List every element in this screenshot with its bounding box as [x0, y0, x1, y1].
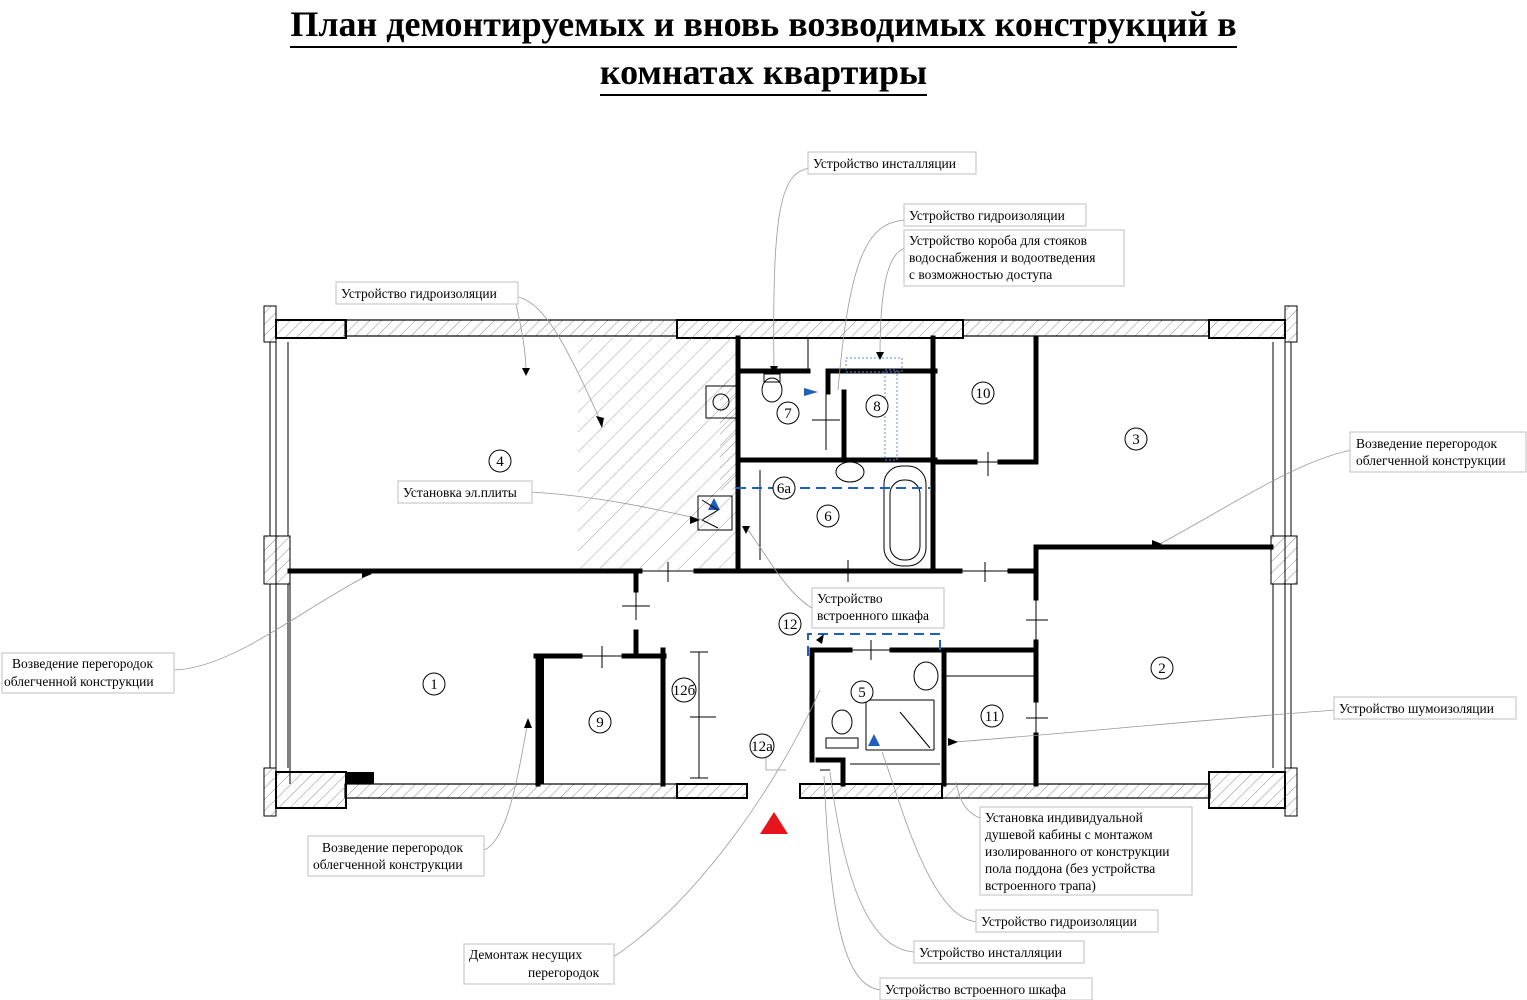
- entrance-marker-icon: [760, 812, 788, 834]
- callout-wardrobe-2: встроенного шкафа: [817, 608, 929, 623]
- callout-riser-box-2: водоснабжения и водоотведения: [909, 250, 1095, 265]
- svg-text:12а: 12а: [751, 739, 773, 755]
- room-12b: 12б: [671, 677, 697, 703]
- callout-box: [307, 835, 485, 877]
- svg-text:3: 3: [1132, 432, 1140, 448]
- leader-lines: [171, 167, 1353, 991]
- callout-partition-right-1: Возведение перегородок: [1356, 436, 1498, 451]
- wardrobe-outline: [736, 487, 941, 656]
- blue-arrows: [708, 388, 880, 746]
- callout-box: [903, 229, 1125, 287]
- riser-grid: [845, 357, 903, 461]
- callout-riser-box-3: с возможностью доступа: [909, 267, 1052, 282]
- page-title-line-2: комнатах квартиры: [599, 50, 928, 96]
- room-5: 5: [850, 680, 874, 704]
- wall-piers: [275, 319, 1286, 809]
- room-10: 10: [971, 381, 995, 405]
- callout-box: [1333, 696, 1517, 720]
- waterproof-strip-hatch: [720, 380, 738, 490]
- callout-waterproof-top: Устройство гидроизоляции: [909, 208, 1065, 223]
- callout-stove: Установка эл.плиты: [403, 485, 517, 500]
- callout-partition-left-1: Возведение перегородок: [12, 656, 154, 671]
- callout-partition-bottom-1: Возведение перегородок: [322, 840, 464, 855]
- callout-box: [811, 587, 945, 629]
- exterior-walls: [344, 319, 1211, 799]
- room-12: 12: [778, 612, 802, 636]
- room-1: 1: [422, 672, 446, 696]
- svg-text:4: 4: [496, 454, 504, 470]
- callout-waterproof-bottom: Устройство гидроизоляции: [981, 914, 1137, 929]
- page-title: План демонтируемых и вновь возводимых ко…: [0, 0, 1527, 96]
- callout-texts: Устройство инсталляции Устройство гидрои…: [4, 156, 1506, 997]
- callout-shower-1: Установка индивидуальной: [985, 810, 1143, 825]
- callout-wardrobe-1: Устройство: [817, 591, 883, 606]
- callout-shower-4: пола поддона (без устройства: [985, 861, 1155, 876]
- room-2: 2: [1150, 656, 1174, 680]
- callout-box: [975, 909, 1159, 933]
- callout-box: [979, 806, 1193, 896]
- room-numbers: 1 2 3 4 5 6 6а 7 8 9 10 11 12 12а 12б: [422, 381, 1174, 759]
- callout-partition-bottom-2: облегченной конструкции: [313, 857, 463, 872]
- svg-text:6: 6: [824, 509, 832, 525]
- demolished-zone-hatch: [578, 338, 736, 570]
- callout-box: [335, 281, 519, 305]
- callout-installation-bottom: Устройство инсталляции: [919, 945, 1062, 960]
- wall-stub: [346, 772, 374, 784]
- svg-text:8: 8: [873, 399, 881, 415]
- callout-soundproof: Устройство шумоизоляции: [1339, 701, 1494, 716]
- svg-text:12б: 12б: [673, 683, 696, 699]
- callout-riser-box-1: Устройство короба для стояков: [909, 233, 1087, 248]
- callout-wardrobe-bottom: Устройство встроенного шкафа: [885, 982, 1066, 997]
- room-8: 8: [865, 394, 889, 418]
- callout-box: [913, 940, 1085, 964]
- svg-text:1: 1: [430, 677, 438, 693]
- callout-demolish-1: Демонтаж несущих: [469, 947, 582, 962]
- callout-box: [1, 652, 175, 694]
- room-6: 6: [816, 504, 840, 528]
- callout-box: [903, 203, 1087, 227]
- room-4: 4: [488, 449, 512, 473]
- callout-partition-left-2: облегченной конструкции: [4, 674, 154, 689]
- room-6a: 6а: [772, 476, 796, 500]
- side-windows: [263, 305, 1298, 817]
- fixtures: [697, 373, 939, 749]
- room-11: 11: [980, 704, 1004, 728]
- svg-text:10: 10: [976, 386, 991, 402]
- svg-text:5: 5: [858, 685, 866, 701]
- callout-box: [807, 151, 977, 175]
- callout-installation-top: Устройство инсталляции: [813, 156, 956, 171]
- svg-text:11: 11: [985, 709, 999, 725]
- callout-demolish-2: перегородок: [528, 965, 600, 980]
- callout-shower-2: душевой кабины с монтажом: [985, 827, 1153, 842]
- svg-text:6а: 6а: [777, 481, 792, 497]
- callout-box: [397, 480, 533, 504]
- callout-shower-5: встроенного трапа): [985, 878, 1096, 893]
- wall-stub: [538, 656, 544, 784]
- door-ticks: [582, 392, 1048, 735]
- svg-text:12: 12: [783, 617, 798, 633]
- callout-box: [463, 943, 615, 985]
- svg-text:2: 2: [1158, 661, 1166, 677]
- room-7: 7: [776, 401, 800, 425]
- svg-text:7: 7: [784, 406, 792, 422]
- room-3: 3: [1124, 427, 1148, 451]
- callout-box: [1349, 431, 1527, 473]
- page-title-line-1: План демонтируемых и вновь возводимых ко…: [290, 2, 1237, 48]
- callout-shower-3: изолированного от конструкции: [985, 844, 1170, 859]
- callout-partition-right-2: облегченной конструкции: [1356, 453, 1506, 468]
- svg-text:9: 9: [596, 715, 604, 731]
- room-12a: 12а: [749, 733, 775, 759]
- room-9: 9: [588, 710, 612, 734]
- callout-labels: [1, 151, 1527, 1000]
- callout-box: [879, 977, 1093, 1000]
- callout-waterproof-left: Устройство гидроизоляции: [341, 286, 497, 301]
- leader-arrowheads: [362, 352, 1162, 746]
